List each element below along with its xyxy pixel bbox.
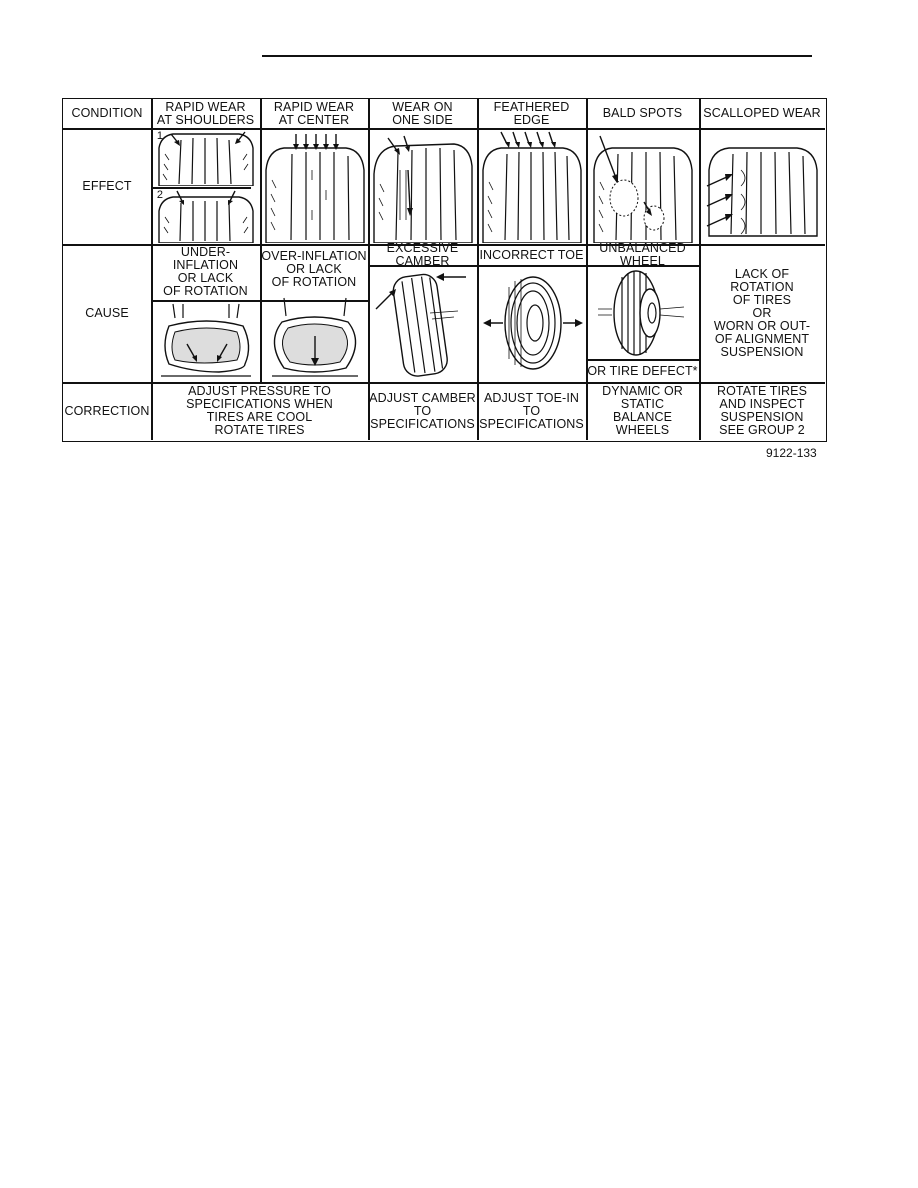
tire-wear-chart: CONDITION EFFECT CAUSE CORRECTION RAPID … [62,98,827,442]
grid-line [151,187,251,189]
center-wear-tire-illustration [265,134,365,243]
figure-code: 9122-133 [766,446,817,460]
grid-line [586,359,700,361]
grid-line [586,99,588,440]
condition-wear-one-side: WEAR ON ONE SIDE [392,99,453,127]
over-inflation-tire-section [272,297,358,377]
shoulder-wear-tire-illustration-1 [158,131,254,186]
scalloped-wear-tire-illustration [706,147,818,237]
one-side-wear-tire-illustration [373,135,473,243]
grid-line [63,244,825,246]
row-label-effect: EFFECT [82,178,132,193]
grid-line [151,300,368,302]
cause-under-inflation: UNDER- INFLATION OR LACK OF ROTATION [163,245,248,298]
grid-line [699,99,701,440]
bald-spots-tire-illustration [593,135,693,243]
correction-adjust-camber: ADJUST CAMBER TO SPECIFICATIONS [369,390,476,431]
condition-bald-spots: BALD SPOTS [602,106,683,120]
grid-line [477,99,479,440]
condition-rapid-wear-center: RAPID WEAR AT CENTER [273,99,355,127]
row-label-cause: CAUSE [85,305,129,320]
cause-unbalanced-wheel: UNBALANCED WHEEL [599,241,686,268]
condition-scalloped-wear: SCALLOPED WEAR [703,106,821,120]
callout-number-1: 1 [156,129,164,142]
correction-rotate-inspect: ROTATE TIRES AND INSPECT SUSPENSION SEE … [716,384,808,437]
cause-incorrect-toe: INCORRECT TOE [479,247,584,262]
grid-line [151,99,153,440]
cause-lack-of-rotation: LACK OF ROTATION OF TIRES OR WORN OR OUT… [713,266,811,359]
row-label-correction: CORRECTION [64,403,150,418]
row-label-condition: CONDITION [71,106,143,120]
incorrect-toe-illustration [483,276,583,370]
feathered-edge-tire-illustration [482,131,582,243]
correction-adjust-toe: ADJUST TOE-IN TO SPECIFICATIONS [479,390,584,431]
callout-number-2: 2 [156,188,164,201]
cause-footnote: OR TIRE DEFECT* [587,363,698,378]
grid-line [368,265,700,267]
correction-balance-wheels: DYNAMIC OR STATIC BALANCE WHEELS [602,384,683,437]
shoulder-wear-tire-illustration-2 [158,190,254,243]
cause-excessive-camber: EXCESSIVE CAMBER [386,241,459,268]
grid-line [63,382,825,384]
grid-line [63,128,825,130]
excessive-camber-illustration [375,273,466,377]
grid-line [368,99,370,440]
unbalanced-wheel-illustration [598,270,685,356]
under-inflation-tire-section [161,303,251,377]
condition-rapid-wear-shoulders: RAPID WEAR AT SHOULDERS [156,99,255,127]
grid-line [260,99,262,382]
header-rule [262,55,812,57]
condition-feathered-edge: FEATHERED EDGE [493,99,570,127]
cause-over-inflation: OVER-INFLATION OR LACK OF ROTATION [261,248,367,289]
correction-adjust-pressure: ADJUST PRESSURE TO SPECIFICATIONS WHEN T… [186,384,333,437]
